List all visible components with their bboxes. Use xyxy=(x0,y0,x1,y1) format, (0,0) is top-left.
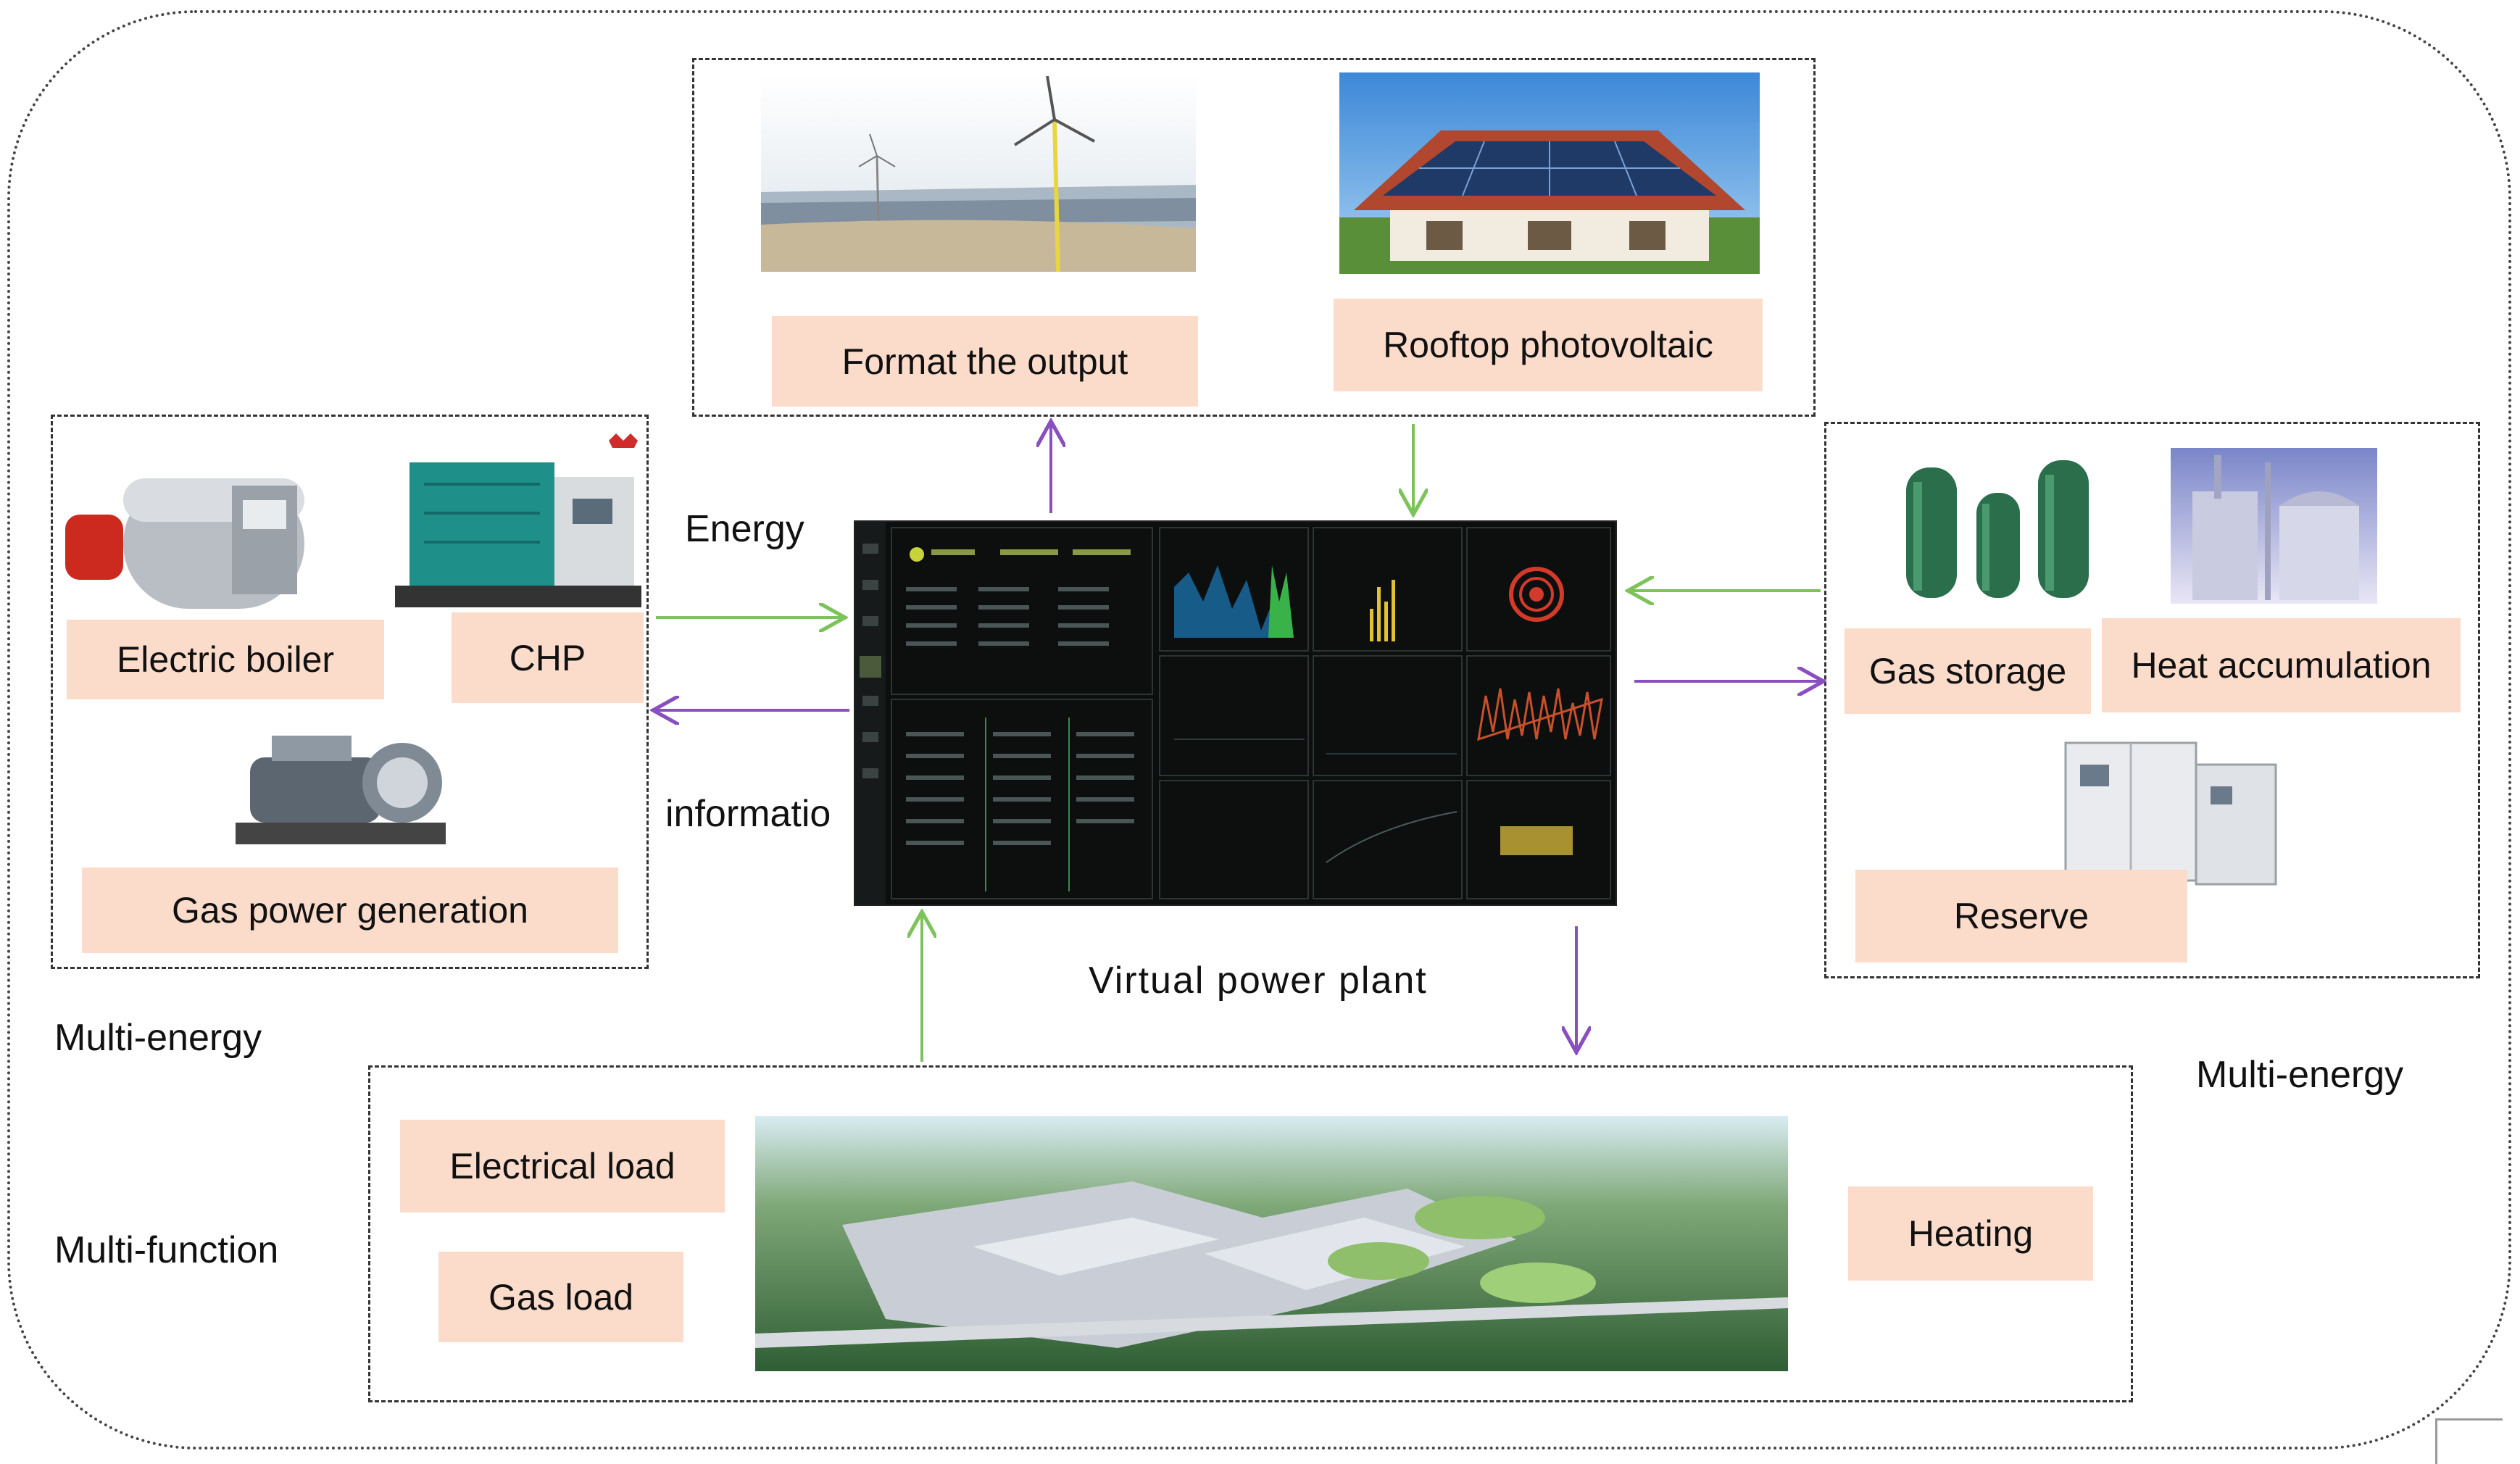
wind-output-label: Format the output xyxy=(772,316,1198,407)
electrical-load-label: Electrical load xyxy=(400,1120,725,1213)
page-corner-mark xyxy=(2435,1418,2503,1464)
gas-load-label: Gas load xyxy=(438,1252,683,1342)
outer-boundary xyxy=(7,10,2511,1450)
vpp-dashboard-screen xyxy=(854,520,1617,906)
gas-storage-tanks-image xyxy=(1900,453,2092,609)
multi-function-campus-image xyxy=(755,1116,1788,1371)
multi-energy-left-label: Multi-energy xyxy=(54,1017,262,1059)
heating-label: Heating xyxy=(1848,1186,2093,1281)
electric-boiler-label: Electric boiler xyxy=(67,620,384,699)
heat-accumulation-label: Heat accumulation xyxy=(2102,618,2461,712)
multi-energy-right-label: Multi-energy xyxy=(2196,1054,2404,1096)
chp-label: CHP xyxy=(452,612,644,703)
gas-power-generation-label: Gas power generation xyxy=(82,868,618,953)
dashboard-panels xyxy=(855,522,1615,904)
multi-function-label: Multi-function xyxy=(54,1229,279,1271)
energy-label: Energy xyxy=(685,508,804,550)
electric-boiler-image xyxy=(58,442,341,623)
rooftop-pv-label: Rooftop photovoltaic xyxy=(1334,299,1763,391)
reserve-label: Reserve xyxy=(1855,870,2187,962)
gas-generator-image xyxy=(221,714,460,855)
chp-unit-image xyxy=(395,433,641,615)
vpp-title: Virtual power plant xyxy=(1089,960,1428,1002)
gas-storage-label: Gas storage xyxy=(1845,628,2091,714)
wind-turbine-image xyxy=(761,76,1196,272)
information-label: informatio xyxy=(665,793,831,835)
reserve-cabinets-image xyxy=(2058,736,2279,891)
heat-accumulation-tanks-image xyxy=(2171,448,2377,604)
rooftop-pv-image xyxy=(1339,72,1760,274)
